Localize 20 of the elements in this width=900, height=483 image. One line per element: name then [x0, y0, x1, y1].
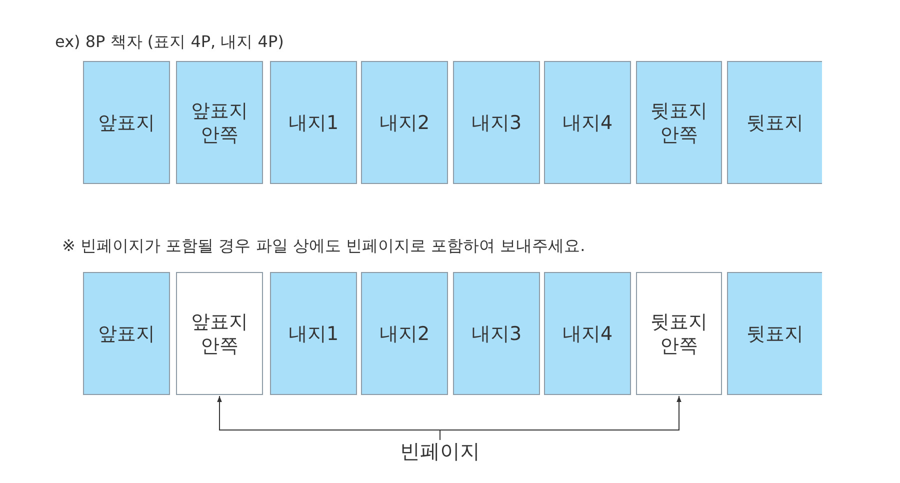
page-box: 뒷표지 안쪽	[636, 61, 722, 184]
page-box: 앞표지 안쪽	[176, 272, 263, 395]
page-box: 내지3	[453, 61, 540, 184]
note-text: ※ 빈페이지가 포함될 경우 파일 상에도 빈페이지로 포함하여 보내주세요.	[62, 236, 586, 257]
bracket-arrow	[440, 396, 682, 440]
page-box: 내지1	[270, 61, 357, 184]
bracket-label: 빈페이지	[390, 436, 490, 466]
page-box: 내지2	[361, 61, 448, 184]
page-box: 뒷표지	[727, 272, 822, 395]
page-box: 내지3	[453, 272, 540, 395]
page-box: 앞표지	[83, 272, 170, 395]
page-box: 앞표지 안쪽	[176, 61, 263, 184]
page-box: 뒷표지	[727, 61, 822, 184]
page-box: 뒷표지 안쪽	[636, 272, 722, 395]
page-box: 내지1	[270, 272, 357, 395]
page-box: 앞표지	[83, 61, 170, 184]
page-box: 내지4	[544, 61, 631, 184]
title: ex) 8P 책자 (표지 4P, 내지 4P)	[55, 32, 284, 53]
page-box: 내지4	[544, 272, 631, 395]
page-box: 내지2	[361, 272, 448, 395]
